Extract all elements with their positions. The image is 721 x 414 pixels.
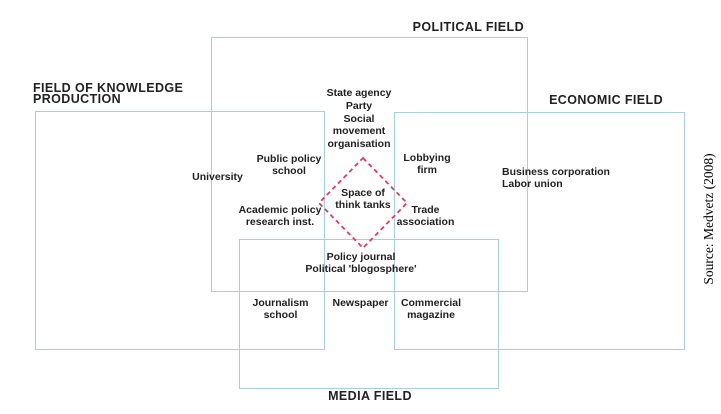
label-policy-journal-blogosphere: Policy journal Political 'blogosphere': [305, 251, 417, 275]
label-public-policy-school: Public policy school: [256, 153, 322, 177]
label-newspaper: Newspaper: [332, 297, 389, 309]
label-university: University: [192, 171, 243, 183]
label-lobbying-firm: Lobbying firm: [403, 152, 451, 176]
label-academic-policy-research-inst: Academic policy research inst.: [238, 204, 322, 228]
label-business-corporation-labor-union: Business corporation Labor union: [502, 166, 610, 190]
media-field-title: MEDIA FIELD: [328, 389, 412, 403]
source-credit: Source: Medvetz (2008): [701, 153, 716, 285]
economic-field-title: ECONOMIC FIELD: [549, 93, 663, 107]
knowledge-field-title: FIELD OF KNOWLEDGE PRODUCTION: [33, 81, 184, 106]
label-trade-association: Trade association: [396, 204, 455, 228]
political-field-box: [211, 37, 528, 292]
label-space-of-think-tanks: Space of think tanks: [335, 187, 391, 211]
political-field-title: POLITICAL FIELD: [412, 20, 524, 34]
label-journalism-school: Journalism school: [252, 297, 309, 321]
label-commercial-magazine: Commercial magazine: [400, 297, 462, 321]
label-political-actors: State agency Party Social movement organ…: [326, 87, 392, 151]
